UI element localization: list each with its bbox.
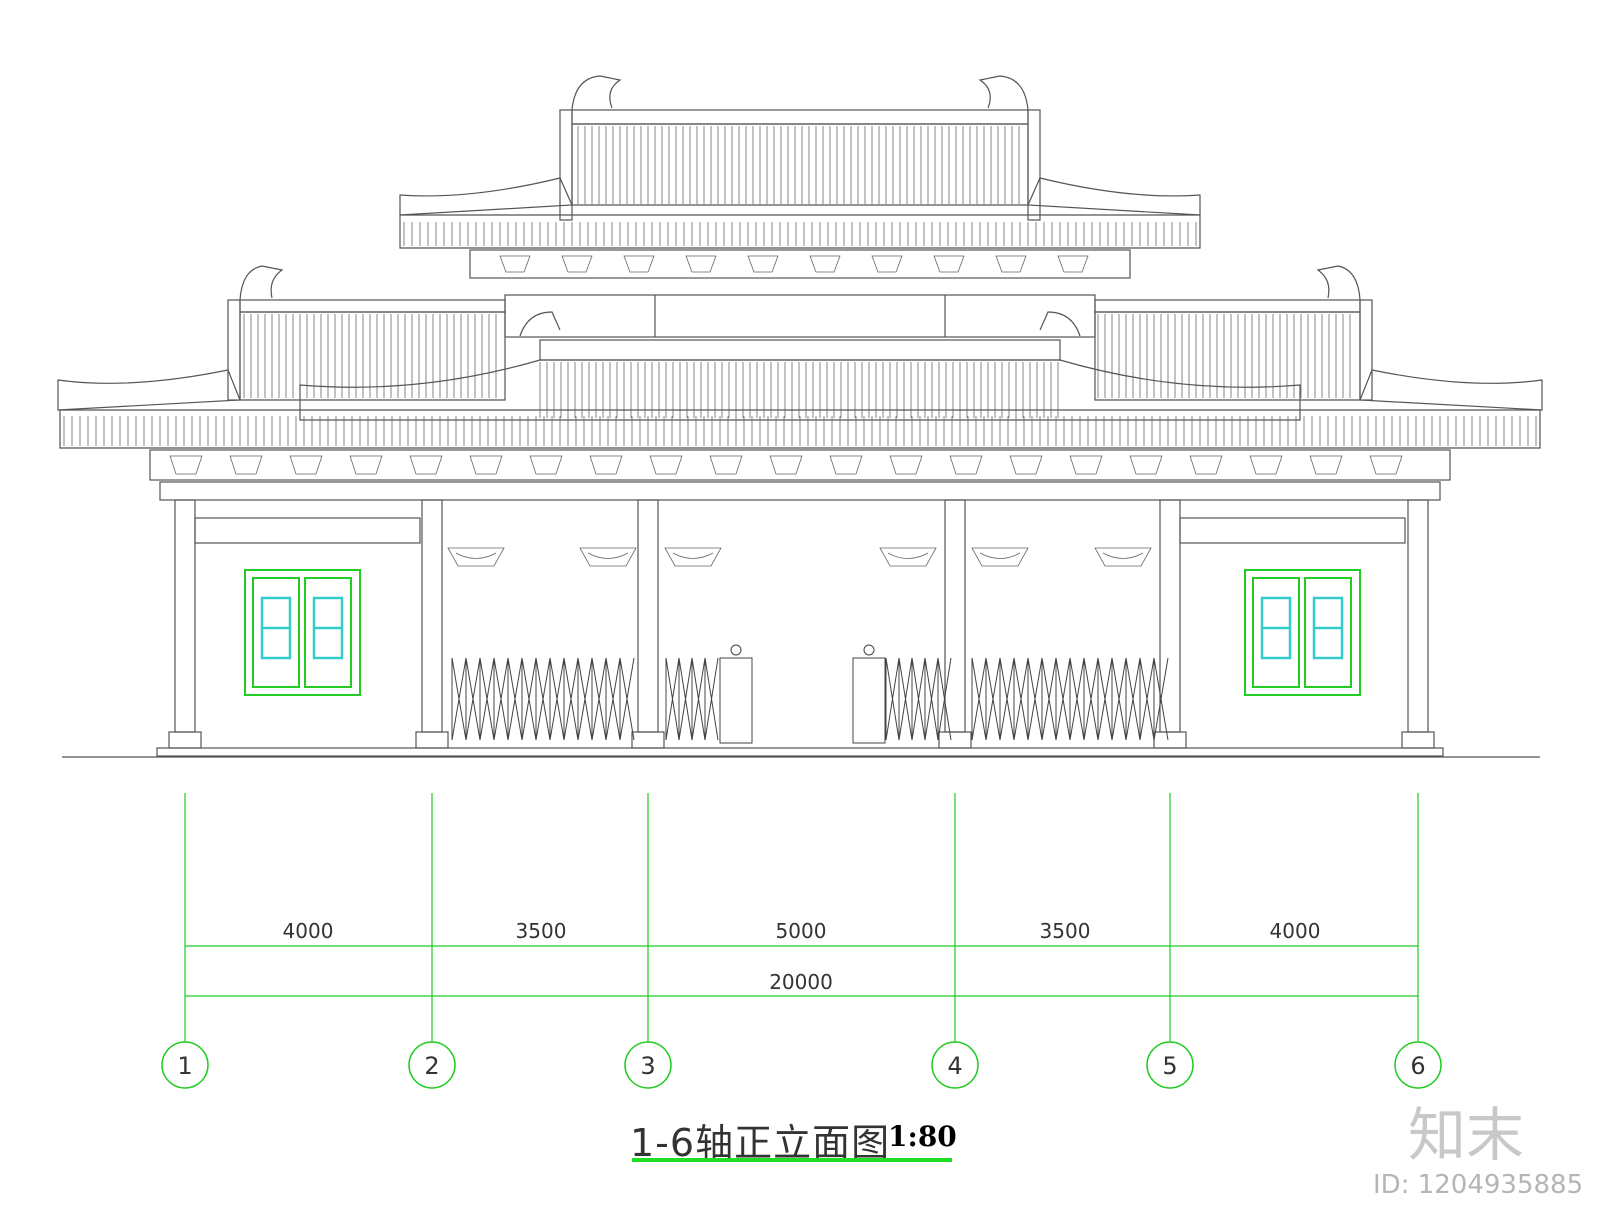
watermark-id: ID: 1204935885 [1373,1170,1584,1200]
dim-total: 20000 [769,970,833,994]
title-underline [632,1158,952,1162]
dimension-lines [184,793,1419,1042]
axis-label-6: 6 [1410,1052,1425,1080]
folding-gates [451,644,1169,744]
axis-label-3: 3 [640,1052,655,1080]
axis-label-4: 4 [947,1052,962,1080]
dim-span-4: 3500 [1040,919,1091,943]
drawing-scale: 1:80 [888,1120,957,1153]
axis-bubble-1: 1 [161,1041,209,1089]
lower-side-roofs [57,265,1543,411]
main-roof [59,311,1541,481]
drawing-title-block: 1-6轴正立面图 1:80 [630,1112,970,1165]
upper-roof [399,75,1201,338]
drawing-title: 1-6轴正立面图 [630,1121,891,1165]
facade [62,481,1540,758]
axis-bubble-3: 3 [624,1041,672,1089]
axis-label-1: 1 [177,1052,192,1080]
axis-bubbles: 1 2 3 4 5 6 [161,1041,1442,1089]
window-right [1244,569,1361,696]
dim-span-2: 3500 [516,919,567,943]
watermark-logo: 知末 [1408,1101,1525,1169]
dim-span-1: 4000 [283,919,334,943]
axis-label-2: 2 [424,1052,439,1080]
dim-span-3: 5000 [776,919,827,943]
axis-bubble-2: 2 [408,1041,456,1089]
axis-bubble-5: 5 [1146,1041,1194,1089]
axis-label-5: 5 [1162,1052,1177,1080]
axis-bubble-6: 6 [1394,1041,1442,1089]
dim-span-5: 4000 [1270,919,1321,943]
window-left [244,569,361,696]
axis-bubble-4: 4 [931,1041,979,1089]
dimension-labels: 4000 3500 5000 3500 4000 20000 [283,919,1321,994]
